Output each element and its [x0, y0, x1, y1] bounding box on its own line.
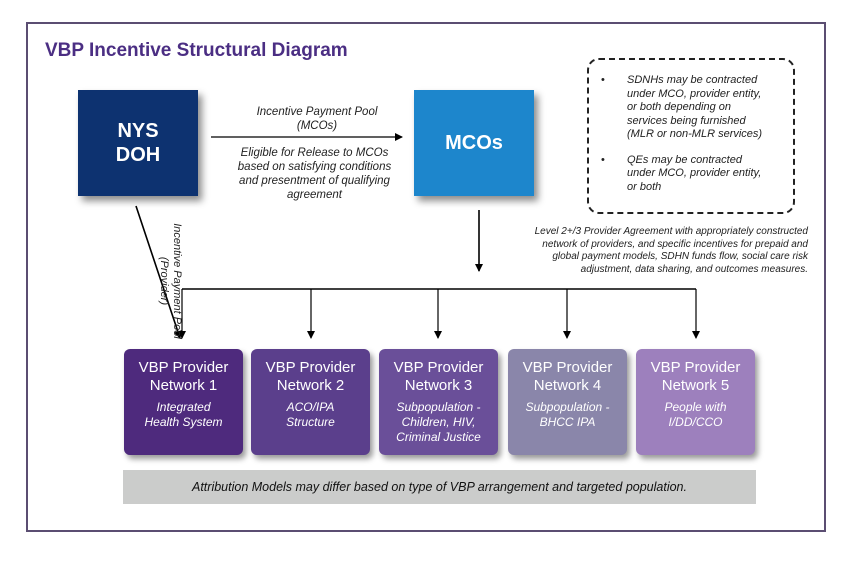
note-line: services being furnished	[627, 114, 746, 127]
network-subtitle-line: Health System	[144, 415, 223, 429]
network-subtitle: ACO/IPA Structure	[251, 400, 370, 430]
network-title: VBP Provider	[265, 359, 356, 376]
note-qe: • QEs may be contracted under MCO, provi…	[597, 154, 785, 195]
network-title: VBP Provider	[393, 359, 484, 376]
network-subtitle-line: Integrated	[156, 400, 211, 414]
network-title: VBP Provider	[522, 359, 613, 376]
network-subtitle: People with I/DD/CCO	[636, 400, 755, 430]
network-number: Network 5	[661, 377, 730, 394]
nys-doh-line2: DOH	[115, 144, 161, 166]
network-subtitle-line: I/DD/CCO	[668, 415, 723, 429]
mcos-box: MCOs	[414, 90, 534, 196]
network-subtitle-line: Criminal Justice	[396, 430, 481, 444]
network-number: Network 1	[149, 377, 218, 394]
network-subtitle-line: ACO/IPA	[286, 400, 335, 414]
network-subtitle-line: BHCC IPA	[539, 415, 596, 429]
eligible-line4: agreement	[287, 189, 342, 201]
pool-mcos-label: Incentive Payment Pool (MCOs)	[222, 105, 412, 133]
network-subtitle-line: Subpopulation -	[396, 400, 481, 414]
note-line: SDNHs may be contracted	[627, 74, 758, 86]
network-title: VBP Provider	[650, 359, 741, 376]
network-number: Network 3	[404, 377, 473, 394]
note-line: under MCO, provider entity,	[627, 167, 762, 179]
note-line: under MCO, provider entity,	[627, 87, 762, 100]
notes-box: • SDNHs may be contracted under MCO, pro…	[587, 58, 795, 214]
pool-provider-line1: Incentive Payment Pool	[171, 223, 183, 339]
network-2-box: VBP Provider Network 2 ACO/IPA Structure	[251, 349, 370, 455]
eligible-line2: based on satisfying conditions	[237, 161, 392, 173]
pool-provider-line2: (Provider)	[158, 256, 170, 306]
network-3-box: VBP Provider Network 3 Subpopulation - C…	[379, 349, 498, 455]
network-subtitle: Integrated Health System	[124, 400, 243, 430]
mcos-label: MCOs	[445, 131, 503, 154]
pool-provider-label: Incentive Payment Pool (Provider)	[157, 211, 183, 351]
note-bullet: •	[601, 74, 605, 86]
note-line: or both	[627, 180, 662, 193]
network-subtitle: Subpopulation - BHCC IPA	[508, 400, 627, 430]
nys-doh-line1: NYS	[117, 120, 159, 142]
network-subtitle-line: Children, HIV,	[401, 415, 476, 429]
attribution-text: Attribution Models may differ based on t…	[192, 480, 687, 494]
eligible-line1: Eligible for Release to MCOs	[240, 147, 389, 159]
level-line: adjustment, data sharing, and outcomes m…	[580, 263, 808, 275]
note-line: or both depending on	[627, 101, 731, 113]
network-subtitle-line: Subpopulation -	[525, 400, 610, 414]
eligible-release-text: Eligible for Release to MCOs based on sa…	[212, 146, 417, 202]
diagram-frame	[26, 22, 826, 532]
pool-mcos-line1: Incentive Payment Pool	[256, 106, 378, 118]
note-bullet: •	[601, 153, 605, 166]
diagram-title: VBP Incentive Structural Diagram	[45, 40, 348, 61]
network-4-box: VBP Provider Network 4 Subpopulation - B…	[508, 349, 627, 455]
network-title: VBP Provider	[138, 359, 229, 376]
level-line: network of providers, and specific incen…	[542, 238, 808, 250]
note-line: QEs may be contracted	[627, 153, 742, 166]
network-subtitle: Subpopulation - Children, HIV, Criminal …	[379, 400, 498, 445]
network-1-box: VBP Provider Network 1 Integrated Health…	[124, 349, 243, 455]
nys-doh-box: NYS DOH	[78, 90, 198, 196]
network-subtitle-line: People with	[664, 400, 727, 414]
eligible-line3: and presentment of qualifying	[239, 175, 390, 187]
level-line: global payment models, SDHN funds flow, …	[552, 251, 808, 262]
network-number: Network 4	[533, 377, 602, 394]
network-number: Network 2	[276, 377, 345, 394]
level-line: Level 2+/3 Provider Agreement with appro…	[534, 226, 808, 237]
network-5-box: VBP Provider Network 5 People with I/DD/…	[636, 349, 755, 455]
level-agreement-text: Level 2+/3 Provider Agreement with appro…	[508, 226, 808, 276]
arrow-doh-to-network-1	[135, 205, 182, 339]
attribution-banner: Attribution Models may differ based on t…	[123, 470, 756, 504]
note-sdnh: • SDNHs may be contracted under MCO, pro…	[597, 74, 785, 142]
pool-mcos-line2: (MCOs)	[296, 120, 338, 132]
network-subtitle-line: Structure	[286, 415, 335, 429]
note-line: (MLR or non-MLR services)	[627, 128, 763, 140]
